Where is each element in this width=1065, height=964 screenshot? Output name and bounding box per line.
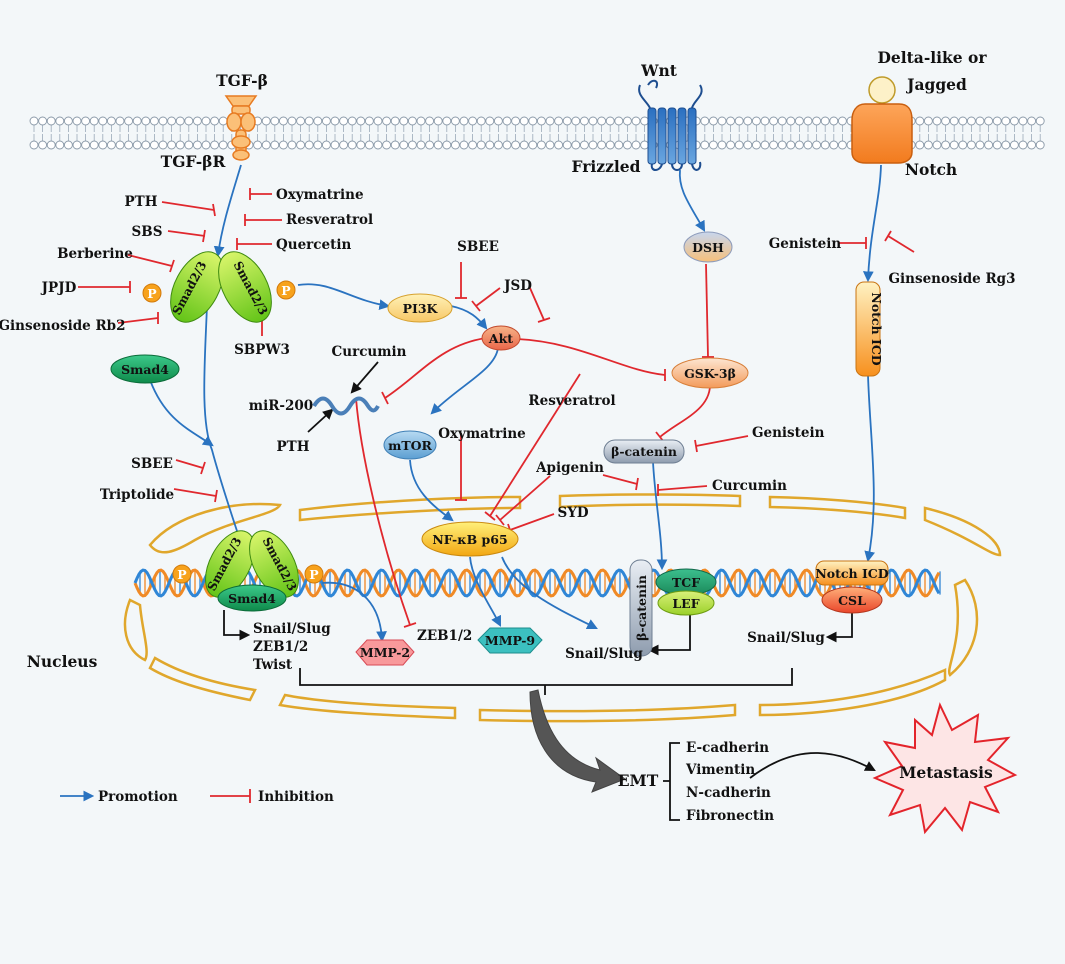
emt-marker-2: N-cadherin: [686, 785, 771, 801]
legend-promotion-label: Promotion: [98, 789, 178, 805]
inhibitor-curcumin-bcat: Curcumin: [712, 478, 787, 494]
emt-marker-1: Vimentin: [685, 762, 755, 778]
zeb12-label: ZEB1/2: [417, 628, 472, 644]
bcatenin-nuclear-label: β-catenin: [634, 575, 649, 641]
smad4-label: Smad4: [121, 362, 169, 377]
nfkb-label: NF-κB p65: [432, 532, 507, 547]
bcatenin-label: β-catenin: [611, 444, 677, 459]
wnt-label: Wnt: [640, 61, 678, 80]
metastasis-burst: Metastasis: [872, 702, 1018, 835]
inhibitor-jsd: JSD: [503, 278, 532, 294]
inhibitor-jpjd: JPJD: [41, 280, 77, 296]
emt-marker-0: E-cadherin: [686, 740, 769, 756]
snail-slug-notch-label: Snail/Slug: [747, 630, 825, 646]
legend-inhibition-label: Inhibition: [258, 789, 334, 805]
inhibitor-sbs: SBS: [132, 224, 163, 240]
inhibitor-curcumin-mir200: Curcumin: [332, 344, 407, 360]
gsk3b-node: GSK-3β: [671, 357, 749, 389]
delta-label-line2: Jagged: [905, 75, 967, 94]
inhibitor-oxymatrine: Oxymatrine: [276, 187, 364, 203]
smad-target-0: Snail/Slug: [253, 621, 331, 637]
mtor-label: mTOR: [388, 438, 432, 453]
inhibitor-sbee-tgf: SBEE: [131, 456, 173, 472]
labels: TGF-β TGF-βR Wnt Frizzled Delta-like or …: [0, 48, 1016, 824]
delta-label-line1: Delta-like or: [877, 48, 987, 67]
frizzled-label: Frizzled: [572, 157, 641, 176]
inhibitor-sbee-pi3k: SBEE: [457, 239, 499, 255]
csl-label: CSL: [838, 593, 866, 608]
tgfbr-label: TGF-βR: [161, 152, 226, 171]
phospho-nuclear-right: P: [309, 567, 319, 582]
pi3k-node: PI3K: [387, 293, 453, 323]
inhibitor-quercetin: Quercetin: [276, 237, 351, 253]
promotion-arrows: [149, 164, 882, 643]
inhibitor-pth-mir200: PTH: [277, 439, 310, 455]
mtor-node: mTOR: [383, 430, 437, 460]
tgfb-receptor: [224, 95, 258, 161]
lef-label: LEF: [672, 596, 699, 611]
inhibitor-ginsenoside-rb2: Ginsenoside Rb2: [0, 318, 126, 334]
cell-membrane: [29, 116, 1045, 150]
mmp9-label: MMP-9: [485, 633, 535, 648]
mir200-node: miR-200: [249, 396, 380, 416]
akt-label: Akt: [488, 331, 513, 346]
smad-target-1: ZEB1/2: [253, 639, 308, 655]
tcf-lef-complex: β-catenin TCF LEF: [629, 559, 717, 657]
smad-complex-nucleus: Smad2/3 Smad2/3 Smad4 P P: [172, 530, 324, 612]
snail-slug-nfkb-label: Snail/Slug: [565, 646, 643, 662]
akt-node: Akt: [481, 325, 521, 351]
inhibitor-genistein-notch: Genistein: [769, 236, 842, 252]
inhibitor-sbpw3: SBPW3: [234, 342, 290, 358]
mmp2-node: MMP-2: [355, 639, 415, 666]
notch-icd-nuclear-label: Notch ICD: [815, 566, 888, 581]
nucleus-envelope: [123, 493, 1002, 723]
phospho-label-right: P: [281, 283, 291, 298]
tcf-label: TCF: [672, 575, 700, 590]
inhibition-lines: [78, 188, 915, 803]
tgfb-label: TGF-β: [216, 71, 268, 90]
gsk3b-label: GSK-3β: [684, 366, 736, 381]
notch-icd-label: Notch ICD: [869, 292, 884, 365]
smad4-cytoplasm: Smad4: [110, 354, 180, 384]
inhibitor-triptolide: Triptolide: [100, 487, 174, 503]
dsh-label: DSH: [692, 240, 724, 255]
inhibitor-oxymatrine-nfkb: Oxymatrine: [438, 426, 526, 442]
mmp2-label: MMP-2: [360, 645, 410, 660]
smad-target-2: Twist: [253, 657, 293, 673]
phospho-label-left: P: [147, 286, 157, 301]
mmp9-node: MMP-9: [477, 627, 543, 654]
emt-big-arrow: [529, 689, 627, 793]
inhibitor-pth: PTH: [125, 194, 158, 210]
inhibitor-apigenin: Apigenin: [535, 460, 604, 476]
dsh-node: DSH: [683, 231, 733, 263]
inhibitor-resveratrol: Resveratrol: [286, 212, 373, 228]
frizzled-receptor: [638, 79, 703, 171]
notch-receptor: [851, 76, 913, 164]
mir200-label: miR-200: [249, 398, 313, 414]
bcatenin-node: β-catenin: [603, 439, 685, 464]
nfkb-node: NF-κB p65: [421, 521, 519, 557]
metastasis-label: Metastasis: [899, 763, 993, 782]
black-arrows: [60, 361, 876, 821]
nucleus-label: Nucleus: [27, 652, 98, 671]
pi3k-label: PI3K: [403, 301, 439, 316]
notch-label: Notch: [905, 160, 957, 179]
phospho-nuclear-left: P: [177, 567, 187, 582]
notch-icd-cytoplasm: Notch ICD: [855, 281, 884, 377]
notch-icd-csl-complex: Notch ICD CSL: [815, 560, 889, 614]
inhibitor-resveratrol-nfkb: Resveratrol: [528, 393, 615, 409]
inhibitor-genistein-bcat: Genistein: [752, 425, 825, 441]
inhibitor-syd: SYD: [557, 505, 588, 521]
emt-marker-3: Fibronectin: [686, 808, 774, 824]
smad4-nuclear-label: Smad4: [228, 591, 276, 606]
inhibitor-berberine: Berberine: [57, 246, 133, 262]
smad23-complex-cytoplasm: Smad2/3 Smad2/3 P P: [142, 251, 296, 323]
emt-label: EMT: [618, 771, 659, 790]
inhibitor-ginsenoside-rg3: Ginsenoside Rg3: [889, 271, 1016, 287]
